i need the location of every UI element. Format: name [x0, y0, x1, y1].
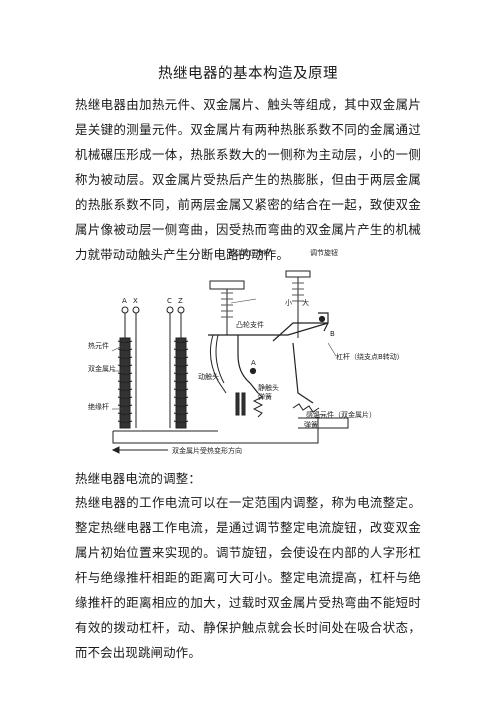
label-moving-contact: 动触头: [198, 372, 219, 381]
insulating-rod: [112, 418, 319, 444]
label-large: 大: [302, 298, 309, 307]
cam-shape: [209, 334, 227, 394]
contacts-shape: [235, 392, 246, 416]
heater-coil-right: [166, 306, 189, 429]
label-b: B: [330, 330, 335, 338]
reset-button-shape: [209, 280, 245, 335]
label-small: 小: [285, 298, 292, 307]
label-temp-comp: 感温元件（双金属片）: [306, 410, 376, 419]
adjust-knob-shape: [285, 270, 311, 338]
label-terminal-c: C: [167, 297, 172, 305]
lever-frame: [208, 312, 329, 404]
label-bimetal: 双金属片: [88, 364, 116, 373]
label-insulating-rod: 绝缘杆: [88, 402, 109, 411]
label-terminal-a: A: [122, 297, 127, 305]
page-title: 热继电器的基本构造及原理: [158, 66, 338, 82]
label-direction: 双金属片受热变形方向: [172, 446, 242, 455]
intro-paragraph: 热继电器由加热元件、双金属片、触头等组成，其中双金属片是关键的测量元件。双金属片…: [75, 97, 421, 262]
label-static-contact: 静触头: [258, 383, 279, 392]
label-a: A: [251, 359, 256, 367]
spring-shape: [252, 392, 320, 418]
label-cam: 凸轮支件: [236, 320, 264, 329]
label-terminal-x: X: [133, 297, 138, 305]
thermal-relay-diagram: 手动复位按钮 调节旋钮 小 大 凸轮支件 杠杆（绕支点B转动） B A 静触头 …: [88, 248, 404, 455]
label-lever: 杠杆（绕支点B转动）: [336, 352, 404, 361]
section-title: 热继电器电流的调整：: [75, 471, 201, 486]
heater-coil-left: [117, 306, 140, 429]
label-reset-button: 手动复位按钮: [228, 248, 270, 257]
label-spring: 弹簧: [258, 392, 272, 401]
compensation-bimetal: [298, 417, 349, 429]
label-spring-2: 弹簧: [304, 420, 318, 429]
label-heater: 热元件: [88, 341, 109, 350]
label-adjust-knob: 调节旋钮: [310, 248, 338, 257]
direction-arrow: [111, 446, 168, 454]
label-terminal-z: Z: [178, 297, 183, 305]
adjust-paragraph: 热继电器的工作电流可以在一定范围内调整，称为电流整定。整定热继电器工作电流，是通…: [75, 495, 421, 660]
